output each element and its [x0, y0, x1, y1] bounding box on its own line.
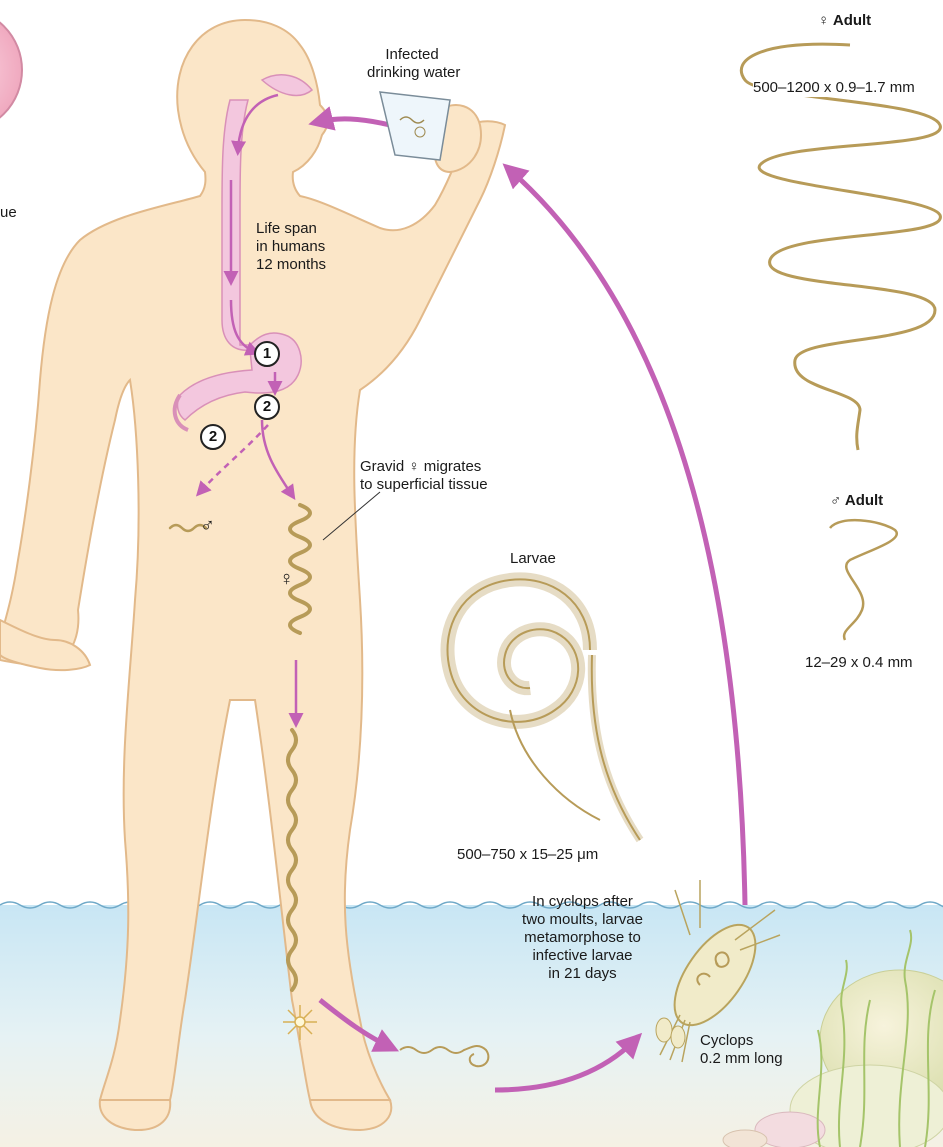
male-adult-size: 12–29 x 0.4 mm — [805, 654, 913, 672]
step-2-intestine-badge: 2 — [200, 424, 226, 450]
female-adult-worm — [741, 44, 940, 450]
drinking-glass-icon — [380, 92, 450, 160]
cyclops-line1: Cyclops — [700, 1032, 783, 1050]
lifespan-label: Life span in humans 12 months — [256, 220, 326, 274]
larva-illustration — [448, 579, 641, 840]
male-adult-worm — [830, 520, 897, 640]
return-arc-arrow — [510, 170, 745, 905]
step-2-stomach-badge: 2 — [254, 394, 280, 420]
infected-water-line1: Infected — [367, 46, 457, 64]
lifespan-line3: 12 months — [256, 256, 326, 274]
male-symbol-body: ♂ — [200, 517, 215, 535]
cyclops-stage-line3: metamorphose to — [510, 929, 655, 947]
infected-water-line2: drinking water — [367, 64, 457, 82]
cyclops-label: Cyclops 0.2 mm long — [700, 1032, 783, 1068]
step-1-badge: 1 — [254, 341, 280, 367]
male-adult-title: ♂ Adult — [830, 492, 883, 510]
gravid-line1: Gravid ♀ migrates — [360, 458, 488, 476]
female-adult-size: 500–1200 x 0.9–1.7 mm — [753, 79, 915, 97]
cyclops-stage-label: In cyclops after two moults, larvae meta… — [510, 893, 655, 983]
lifespan-line2: in humans — [256, 238, 326, 256]
gravid-label: Gravid ♀ migrates to superficial tissue — [360, 458, 488, 494]
larvae-title: Larvae — [510, 550, 556, 568]
female-symbol-body: ♀ — [279, 570, 294, 588]
female-adult-title: ♀ Adult — [818, 12, 871, 30]
partial-left-label: ue — [0, 204, 17, 222]
tissue-inset-circle — [0, 8, 22, 132]
cyclops-stage-line2: two moults, larvae — [510, 911, 655, 929]
larvae-size: 500–750 x 15–25 μm — [457, 846, 598, 864]
cyclops-stage-line4: infective larvae — [510, 947, 655, 965]
gravid-line2: to superficial tissue — [360, 476, 488, 494]
drink-arrow — [318, 119, 390, 125]
cyclops-stage-line5: in 21 days — [510, 965, 655, 983]
lifespan-line1: Life span — [256, 220, 326, 238]
infected-water-label: Infected drinking water — [367, 46, 457, 82]
cyclops-stage-line1: In cyclops after — [510, 893, 655, 911]
cyclops-line2: 0.2 mm long — [700, 1050, 783, 1068]
